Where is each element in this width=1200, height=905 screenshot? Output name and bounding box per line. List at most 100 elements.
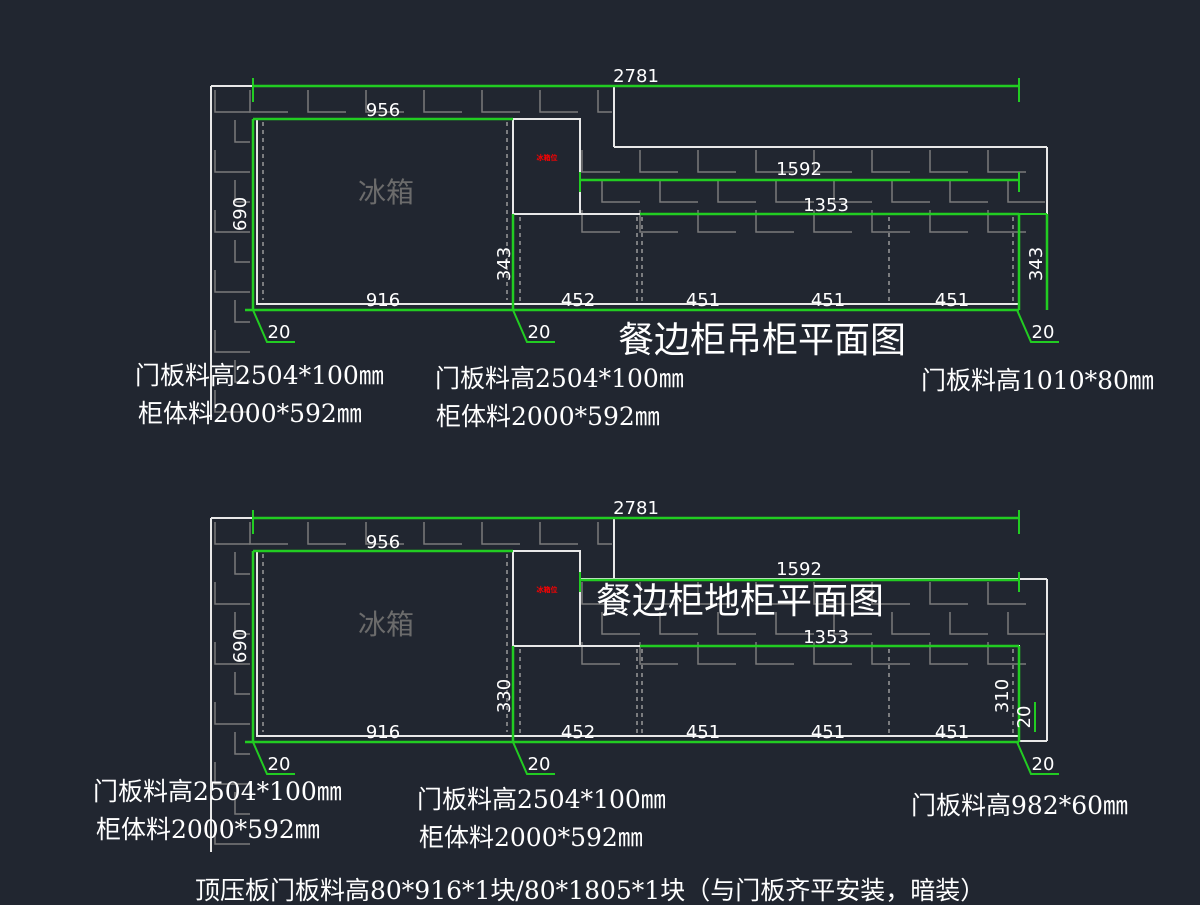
bottom-plan-title: 餐边柜地柜平面图 bbox=[596, 581, 885, 622]
dim-gap-3: 20 bbox=[1032, 754, 1055, 775]
wall-hatch bbox=[697, 150, 736, 173]
wall-hatch bbox=[423, 522, 462, 545]
wall-hatch bbox=[581, 150, 620, 173]
wall-hatch bbox=[697, 642, 736, 665]
wall-hatch bbox=[365, 522, 404, 545]
top-note-1-body: 柜体料2000*592㎜ bbox=[138, 399, 362, 428]
wall-hatch bbox=[871, 150, 910, 173]
wall-hatch bbox=[775, 180, 814, 203]
wall-hatch bbox=[813, 210, 852, 233]
red-note: 冰箱位 bbox=[537, 153, 558, 162]
wall-hatch bbox=[234, 732, 250, 755]
dim-gap-2: 20 bbox=[528, 754, 551, 775]
wall-hatch bbox=[365, 90, 404, 113]
top-plan-title: 餐边柜吊柜平面图 bbox=[618, 320, 907, 361]
wall-hatch bbox=[214, 522, 250, 545]
wall-hatch bbox=[717, 180, 756, 203]
wall-hatch bbox=[214, 210, 250, 233]
wall-hatch bbox=[1007, 612, 1045, 635]
dim-door-1: 452 bbox=[561, 290, 595, 311]
bottom-note-3-door: 门板料高982*60㎜ bbox=[911, 791, 1129, 820]
top-note-3-door: 门板料高1010*80㎜ bbox=[921, 366, 1154, 395]
wall-hatch bbox=[697, 582, 736, 605]
wall-hatch bbox=[581, 210, 620, 233]
fridge-label: 冰箱 bbox=[358, 608, 414, 641]
wall-hatch bbox=[214, 390, 250, 413]
dim-gap-1: 20 bbox=[268, 754, 291, 775]
wall-hatch bbox=[987, 642, 1026, 665]
wall-hatch bbox=[813, 582, 852, 605]
wall-hatch bbox=[214, 582, 250, 605]
wall-hatch bbox=[755, 150, 794, 173]
dim-gap-3: 20 bbox=[1032, 322, 1055, 343]
wall-hatch bbox=[307, 90, 346, 113]
bottom-note-2-door: 门板料高2504*100㎜ bbox=[417, 785, 666, 814]
dim-depth: 690 bbox=[230, 629, 251, 663]
wall-hatch bbox=[214, 762, 250, 785]
wall-hatch bbox=[234, 552, 250, 575]
dim-right-section: 1592 bbox=[776, 159, 822, 180]
dim-gap-4: 20 bbox=[1014, 706, 1035, 729]
dim-depth: 690 bbox=[230, 197, 251, 231]
bottom-note-2-body: 柜体料2000*592㎜ bbox=[419, 823, 643, 852]
wall-hatch bbox=[717, 612, 756, 635]
wall-hatch bbox=[601, 612, 640, 635]
gap-leader bbox=[512, 741, 555, 775]
wall-hatch bbox=[307, 522, 346, 545]
wall-hatch bbox=[214, 150, 250, 173]
dim-fridge-width: 956 bbox=[366, 100, 400, 121]
dim-door-2: 451 bbox=[686, 722, 720, 743]
wall-hatch bbox=[214, 702, 250, 725]
wall-hatch bbox=[539, 90, 578, 113]
wall-hatch bbox=[234, 360, 250, 383]
wall-hatch bbox=[581, 582, 620, 605]
wall-hatch bbox=[214, 822, 250, 845]
top-note-2-door: 门板料高2504*100㎜ bbox=[435, 364, 684, 393]
fridge-box bbox=[256, 550, 514, 737]
wall-hatch bbox=[871, 210, 910, 233]
wall-hatch bbox=[949, 180, 988, 203]
dim-overall: 2781 bbox=[613, 498, 659, 519]
dim-door-4: 451 bbox=[935, 722, 969, 743]
wall-hatch bbox=[481, 90, 520, 113]
wall-hatch bbox=[597, 90, 612, 113]
dim-fridge-inner: 916 bbox=[366, 722, 400, 743]
dim-right-depth: 310 bbox=[992, 679, 1013, 713]
wall-hatch bbox=[659, 612, 698, 635]
dim-right-section: 1592 bbox=[776, 559, 822, 580]
gap-leader bbox=[512, 309, 555, 343]
wall-hatch bbox=[597, 522, 612, 545]
wall-hatch bbox=[929, 150, 968, 173]
column-box bbox=[513, 550, 581, 646]
wall-hatch bbox=[481, 522, 520, 545]
wall-hatch bbox=[833, 612, 872, 635]
gap-leader bbox=[1016, 309, 1059, 343]
wall-hatch bbox=[929, 582, 968, 605]
wall-hatch bbox=[871, 582, 910, 605]
wall-hatch bbox=[214, 90, 250, 113]
wall-hatch bbox=[987, 210, 1026, 233]
dim-lower-cabinet: 1353 bbox=[803, 195, 849, 216]
wall-hatch bbox=[639, 642, 678, 665]
dim-lower-cabinet: 1353 bbox=[803, 627, 849, 648]
bottom-note-1-body: 柜体料2000*592㎜ bbox=[96, 815, 320, 844]
wall-hatch bbox=[697, 210, 736, 233]
wall-hatch bbox=[987, 582, 1026, 605]
wall-hatch bbox=[813, 150, 852, 173]
dim-door-3: 451 bbox=[811, 722, 845, 743]
wall-hatch bbox=[755, 642, 794, 665]
wall-hatch bbox=[539, 522, 578, 545]
dim-fridge-width: 956 bbox=[366, 532, 400, 553]
bottom-note-1-door: 门板料高2504*100㎜ bbox=[93, 777, 342, 806]
wall-hatch bbox=[214, 270, 250, 293]
wall-hatch bbox=[234, 792, 250, 815]
wall-hatch bbox=[214, 642, 250, 665]
wall-hatch bbox=[214, 330, 250, 353]
wall-hatch bbox=[601, 180, 640, 203]
dim-gap-1: 20 bbox=[268, 322, 291, 343]
fridge-label: 冰箱 bbox=[358, 176, 414, 209]
wall-hatch bbox=[234, 672, 250, 695]
wall-hatch bbox=[639, 582, 678, 605]
wall-hatch bbox=[775, 612, 814, 635]
